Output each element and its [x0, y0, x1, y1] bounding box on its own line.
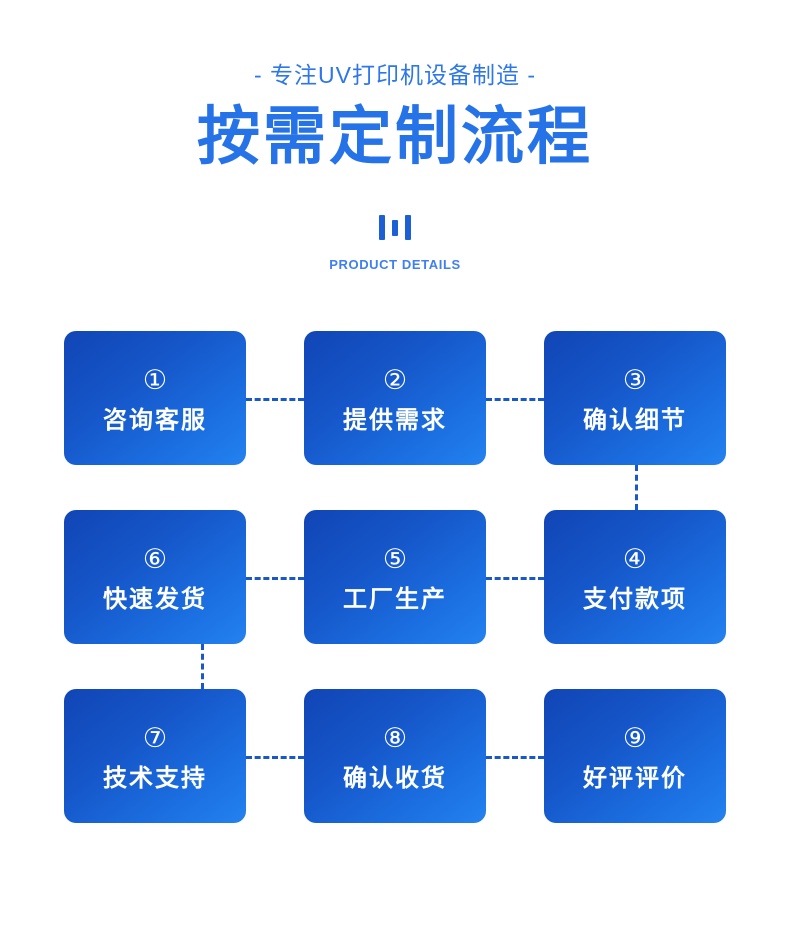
step-number-6: ⑥ [142, 544, 168, 576]
connector-step5-step6 [246, 577, 304, 580]
step-number-8: ⑧ [382, 723, 408, 755]
connector-step4-step5 [486, 577, 544, 580]
header-kicker: PRODUCT DETAILS [329, 256, 461, 272]
connector-step7-step8 [246, 756, 304, 759]
step-label-4: 支付款项 [583, 586, 687, 614]
divider-bar-middle [392, 219, 398, 236]
flow-step-card-6[interactable]: ⑥ 快速发货 [64, 510, 246, 644]
step-label-3: 确认细节 [583, 407, 687, 435]
flow-step-card-9[interactable]: ⑨ 好评评价 [544, 689, 726, 823]
step-number-2: ② [382, 365, 408, 397]
connector-step8-step9 [486, 756, 544, 759]
step-number-9: ⑨ [622, 723, 648, 755]
connector-step1-step2 [246, 398, 304, 401]
step-number-4: ④ [622, 544, 648, 576]
connector-step6-step7 [201, 644, 204, 689]
flow-step-card-3[interactable]: ③ 确认细节 [544, 331, 726, 465]
flow-step-card-2[interactable]: ② 提供需求 [304, 331, 486, 465]
step-number-5: ⑤ [382, 544, 408, 576]
connector-step2-step3 [486, 398, 544, 401]
step-label-6: 快速发货 [103, 586, 207, 614]
step-number-3: ③ [622, 365, 648, 397]
step-label-7: 技术支持 [103, 765, 207, 793]
flow-step-card-5[interactable]: ⑤ 工厂生产 [304, 510, 486, 644]
step-label-1: 咨询客服 [103, 407, 207, 435]
flow-step-card-1[interactable]: ① 咨询客服 [64, 331, 246, 465]
flow-step-card-7[interactable]: ⑦ 技术支持 [64, 689, 246, 823]
header-eyebrow: - 专注UV打印机设备制造 - [253, 62, 537, 88]
page-header: - 专注UV打印机设备制造 - 按需定制流程 PRODUCT DETAILS [0, 0, 790, 272]
three-bars-icon [0, 213, 790, 243]
step-label-5: 工厂生产 [343, 586, 447, 614]
step-number-7: ⑦ [142, 723, 168, 755]
process-flow-diagram: ① 咨询客服 ② 提供需求 ③ 确认细节 ⑥ 快速发货 ⑤ 工厂生产 ④ 支付款… [64, 331, 726, 823]
step-label-9: 好评评价 [583, 765, 687, 793]
flow-step-card-4[interactable]: ④ 支付款项 [544, 510, 726, 644]
page-title: 按需定制流程 [197, 101, 593, 172]
connector-step3-step4 [635, 465, 638, 510]
step-label-2: 提供需求 [343, 407, 447, 435]
step-number-1: ① [142, 365, 168, 397]
divider-bar-left [379, 215, 385, 241]
divider-bar-right [405, 215, 411, 241]
step-label-8: 确认收货 [343, 765, 447, 793]
flow-step-card-8[interactable]: ⑧ 确认收货 [304, 689, 486, 823]
